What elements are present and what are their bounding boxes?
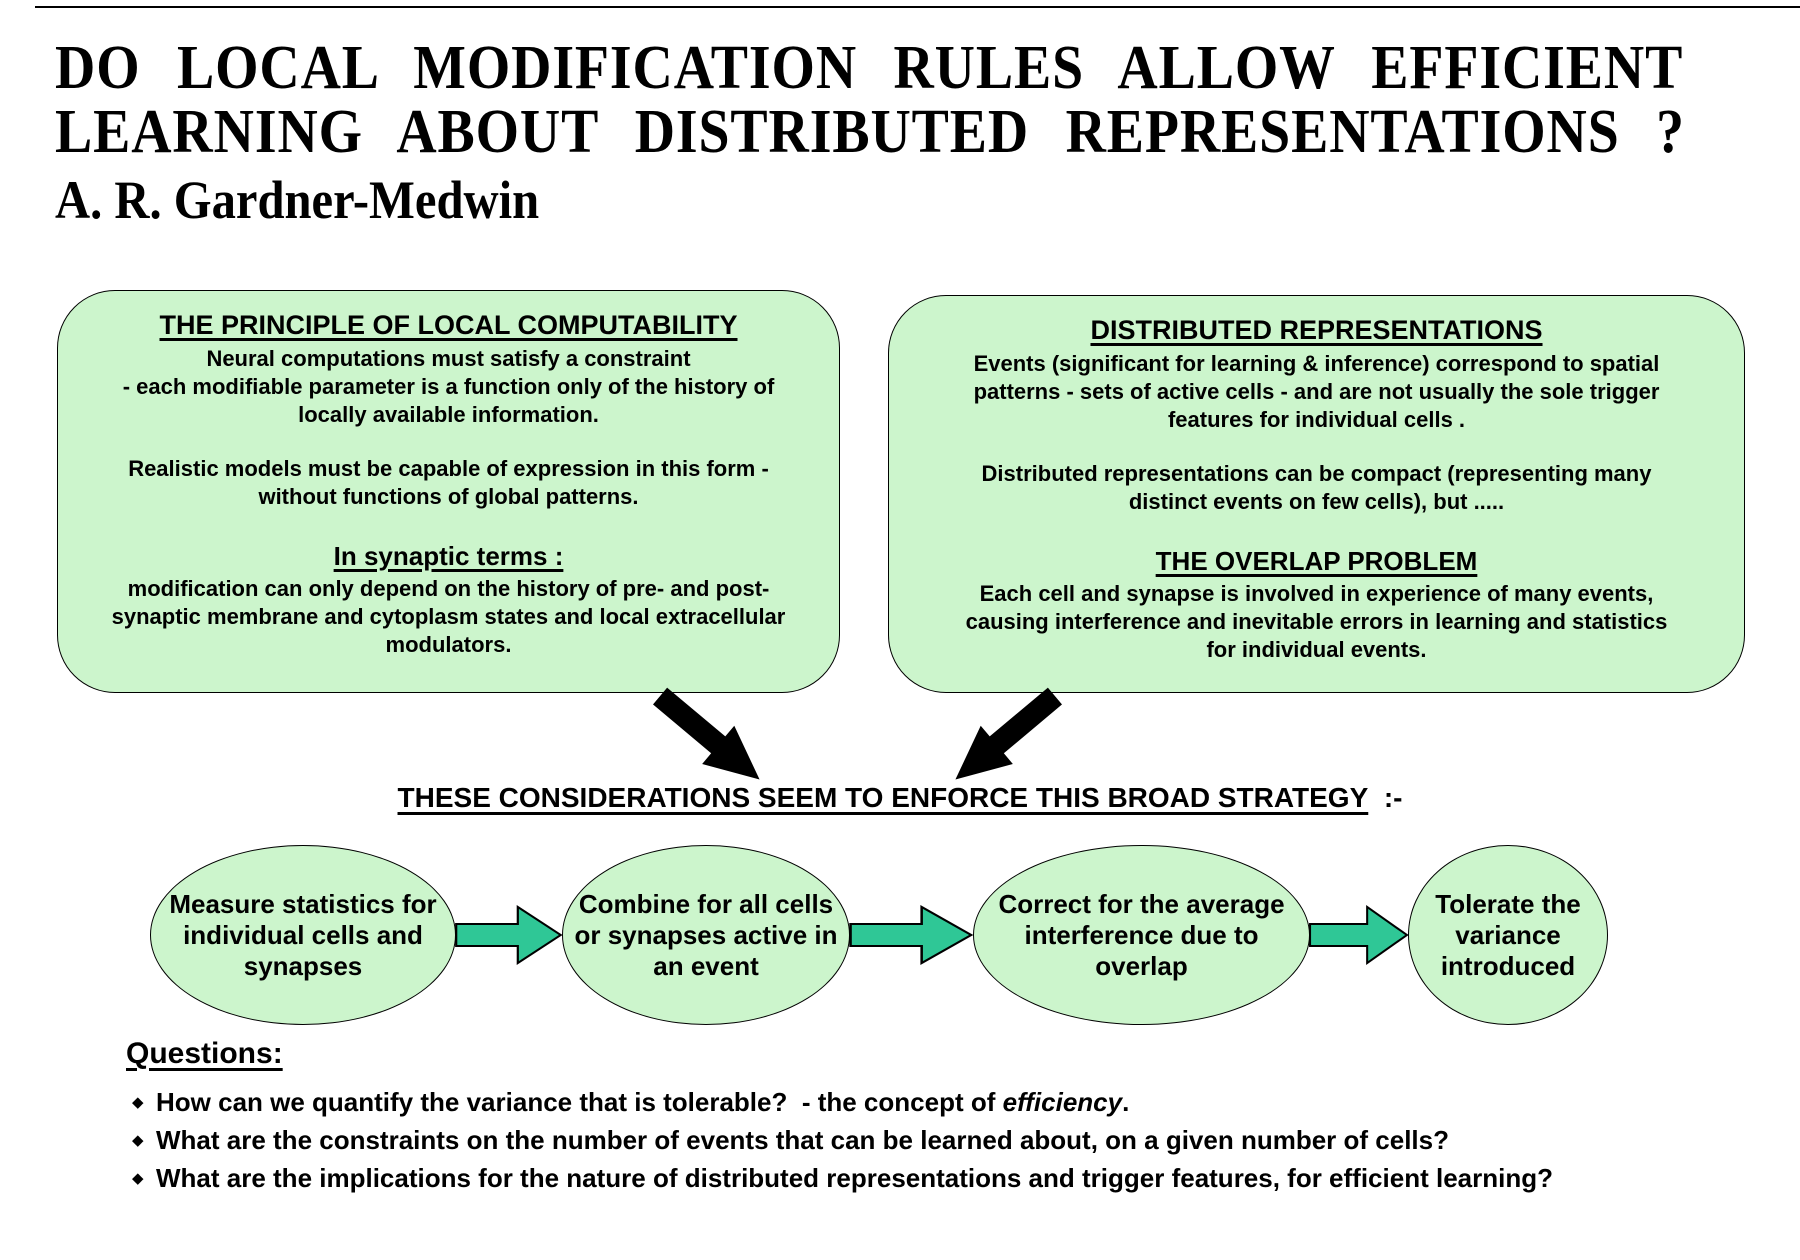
panel-text-line: features for individual cells . xyxy=(1167,407,1466,432)
panel-text-line: distinct events on few cells), but ..... xyxy=(1128,489,1505,514)
question-text: What are the constraints on the number o… xyxy=(156,1125,1449,1155)
flow-step-tolerate-variance: Tolerate the variance introduced xyxy=(1408,845,1608,1025)
flow-step-label: Combine for all cells or synapses active… xyxy=(574,888,838,981)
question-item: ◆ What are the implications for the natu… xyxy=(126,1164,1553,1193)
panel-text-line: Neural computations must satisfy a const… xyxy=(206,346,691,371)
panel-distributed-title: DISTRIBUTED REPRESENTATIONS xyxy=(1090,315,1543,345)
panel-text-line: Distributed representations can be compa… xyxy=(981,461,1652,486)
top-border-rule xyxy=(35,6,1800,8)
panel-local-body: Neural computations must satisfy a const… xyxy=(58,345,839,659)
panel-text-line: without functions of global patterns. xyxy=(258,484,639,509)
strategy-heading-suffix: :- xyxy=(1368,782,1403,813)
flow-arrow-icon xyxy=(1308,903,1410,967)
questions-section: Questions: ◆ How can we quantify the var… xyxy=(126,1036,1553,1202)
panel-text-line: for individual events. xyxy=(1206,637,1427,662)
panel-text-line: modification can only depend on the hist… xyxy=(127,576,770,601)
strategy-heading-underlined: THESE CONSIDERATIONS SEEM TO ENFORCE THI… xyxy=(397,782,1369,813)
arrow-down-right-icon xyxy=(642,675,779,803)
questions-heading: Questions: xyxy=(126,1037,283,1070)
panel-text-line: patterns - sets of active cells - and ar… xyxy=(973,379,1660,404)
question-text: What are the implications for the nature… xyxy=(156,1163,1553,1193)
page-title-line-1: DO LOCAL MODIFICATION RULES ALLOW EFFICI… xyxy=(55,34,1684,102)
title-block: DO LOCAL MODIFICATION RULES ALLOW EFFICI… xyxy=(55,36,1685,228)
panel-text-line: locally available information. xyxy=(298,402,599,427)
question-text-post: . xyxy=(1122,1087,1130,1117)
panel-spacer xyxy=(889,434,1744,460)
panel-local-title: THE PRINCIPLE OF LOCAL COMPUTABILITY xyxy=(159,310,738,340)
flow-arrow-icon xyxy=(454,903,564,967)
diamond-bullet-icon: ◆ xyxy=(132,1170,144,1187)
panel-local-computability: THE PRINCIPLE OF LOCAL COMPUTABILITY Neu… xyxy=(57,290,840,693)
panel-subheading: THE OVERLAP PROBLEM xyxy=(1155,546,1478,576)
author-name: A. R. Gardner-Medwin xyxy=(55,170,540,230)
flow-step-combine: Combine for all cells or synapses active… xyxy=(562,845,850,1025)
flow-arrow-icon xyxy=(848,903,975,967)
question-item: ◆ What are the constraints on the number… xyxy=(126,1126,1553,1155)
panel-subheading: In synaptic terms : xyxy=(333,541,564,571)
panel-spacer xyxy=(889,516,1744,542)
flow-step-measure-statistics: Measure statistics for individual cells … xyxy=(150,845,456,1025)
question-text: How can we quantify the variance that is… xyxy=(156,1088,1129,1117)
flow-step-label: Tolerate the variance introduced xyxy=(1435,888,1581,981)
flow-step-correct-interference: Correct for the average interference due… xyxy=(973,845,1310,1025)
panel-text-line: Each cell and synapse is involved in exp… xyxy=(979,581,1654,606)
diamond-bullet-icon: ◆ xyxy=(132,1132,144,1149)
question-text-italic: efficiency xyxy=(1002,1087,1123,1117)
panel-text-line: Realistic models must be capable of expr… xyxy=(128,456,769,481)
flow-step-label: Measure statistics for individual cells … xyxy=(169,888,437,981)
panel-text-line: Events (significant for learning & infer… xyxy=(973,351,1660,376)
panel-text-line: modulators. xyxy=(385,632,512,657)
arrow-down-left-icon xyxy=(936,675,1073,803)
panel-text-line: causing interference and inevitable erro… xyxy=(965,609,1668,634)
diamond-bullet-icon: ◆ xyxy=(132,1094,144,1111)
panel-distributed-body: Events (significant for learning & infer… xyxy=(889,350,1744,664)
panel-spacer xyxy=(58,429,839,455)
page-title-line-2: LEARNING ABOUT DISTRIBUTED REPRESENTATIO… xyxy=(55,98,1685,166)
panel-text-line: - each modifiable parameter is a functio… xyxy=(122,374,775,399)
strategy-heading: THESE CONSIDERATIONS SEEM TO ENFORCE THI… xyxy=(0,782,1800,814)
question-item: ◆ How can we quantify the variance that … xyxy=(126,1088,1553,1117)
question-text-pre: How can we quantify the variance that is… xyxy=(156,1087,1003,1117)
panel-text-line: synaptic membrane and cytoplasm states a… xyxy=(111,604,786,629)
flow-step-label: Correct for the average interference due… xyxy=(998,888,1285,981)
panel-spacer xyxy=(58,511,839,537)
panel-distributed-representations: DISTRIBUTED REPRESENTATIONS Events (sign… xyxy=(888,295,1745,693)
